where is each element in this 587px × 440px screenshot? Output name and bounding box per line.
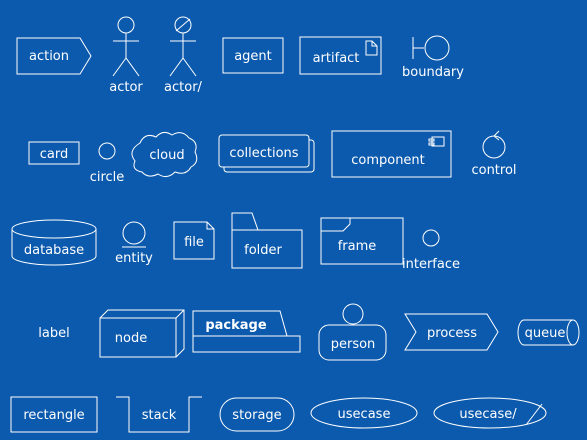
- package-element[interactable]: package: [192, 310, 301, 353]
- usecase-business-label: usecase/: [459, 407, 517, 422]
- card-element[interactable]: card: [28, 141, 80, 165]
- actor-business-label: actor/: [164, 80, 203, 95]
- component-icon: [428, 136, 445, 147]
- collections-label: collections: [229, 146, 298, 161]
- artifact-shape: [299, 36, 382, 75]
- collections-element[interactable]: collections: [218, 134, 315, 173]
- card-shape: [28, 141, 80, 165]
- stack-shape: [116, 396, 202, 433]
- actor-figure: [112, 16, 140, 77]
- package-label: package: [205, 318, 267, 333]
- database-element[interactable]: database: [11, 219, 97, 266]
- circle-element[interactable]: circle: [90, 142, 125, 185]
- artifact-element[interactable]: artifact: [299, 36, 382, 75]
- usecase-business-element[interactable]: usecase/: [433, 397, 547, 429]
- entity-label: entity: [115, 251, 153, 266]
- agent-element[interactable]: agent: [222, 37, 284, 74]
- process-label: process: [427, 326, 477, 341]
- component-label: component: [351, 153, 425, 168]
- label-text: label: [38, 326, 69, 341]
- process-element[interactable]: process: [404, 313, 499, 351]
- cloud-element[interactable]: cloud: [131, 131, 198, 178]
- boundary-element[interactable]: boundary: [402, 35, 464, 80]
- circle-shape: [98, 142, 116, 160]
- interface-element[interactable]: interface: [402, 229, 460, 272]
- rectangle-label: rectangle: [23, 408, 84, 423]
- boundary-label: boundary: [402, 65, 464, 80]
- agent-shape: [222, 37, 284, 74]
- actor-element[interactable]: actor: [109, 16, 143, 95]
- interface-label: interface: [402, 257, 460, 272]
- actor-business-figure: [169, 16, 197, 77]
- usecase-element[interactable]: usecase: [310, 397, 418, 429]
- frame-shape: [320, 217, 404, 265]
- boundary-symbol: [412, 35, 450, 61]
- frame-element[interactable]: frame: [320, 217, 404, 265]
- person-element[interactable]: person: [318, 303, 387, 361]
- stack-element[interactable]: stack: [116, 396, 202, 433]
- agent-label: agent: [234, 49, 272, 64]
- entity-symbol: [122, 221, 146, 248]
- usecase-business-shape: [433, 397, 547, 429]
- usecase-shape: [310, 397, 418, 429]
- action-label: action: [29, 49, 69, 64]
- queue-element[interactable]: queue: [517, 319, 580, 346]
- collections-front-shape: [218, 134, 310, 168]
- folder-shape: [231, 212, 303, 269]
- component-shape: [331, 130, 452, 178]
- control-element[interactable]: control: [471, 130, 517, 178]
- stack-label: stack: [142, 408, 177, 423]
- actor-label: actor: [109, 80, 143, 95]
- folder-element[interactable]: folder: [231, 212, 303, 269]
- rectangle-element[interactable]: rectangle: [10, 396, 98, 433]
- folder-label: folder: [244, 243, 282, 258]
- process-shape: [404, 313, 499, 351]
- component-element[interactable]: component: [331, 130, 452, 178]
- circle-label: circle: [90, 170, 125, 185]
- control-label: control: [471, 163, 516, 178]
- frame-tab: [321, 218, 351, 232]
- file-label: file: [184, 235, 204, 250]
- interface-shape: [422, 229, 440, 247]
- action-element[interactable]: action: [16, 37, 92, 75]
- storage-element[interactable]: storage: [219, 397, 295, 432]
- database-shape: [11, 219, 97, 266]
- action-shape: [16, 37, 92, 75]
- artifact-label: artifact: [313, 51, 360, 66]
- database-label: database: [24, 243, 84, 258]
- person-label: person: [331, 337, 376, 352]
- control-symbol: [482, 130, 506, 159]
- queue-shape: [517, 319, 580, 346]
- file-element[interactable]: file: [173, 221, 215, 260]
- actor-business-element[interactable]: actor/: [164, 16, 203, 95]
- queue-label: queue: [525, 326, 566, 341]
- file-shape: [173, 221, 215, 260]
- package-shape: [192, 310, 301, 353]
- node-element[interactable]: node: [99, 309, 185, 358]
- frame-label: frame: [338, 239, 377, 254]
- storage-label: storage: [232, 408, 281, 423]
- node-label: node: [115, 331, 147, 346]
- entity-element[interactable]: entity: [115, 221, 153, 266]
- label-element[interactable]: label: [38, 326, 69, 341]
- rectangle-shape: [10, 396, 98, 433]
- artifact-doc-icon: [365, 40, 378, 56]
- cloud-label: cloud: [149, 148, 184, 163]
- usecase-label: usecase: [338, 407, 391, 422]
- storage-shape: [219, 397, 295, 432]
- person-shape: [318, 303, 387, 361]
- cloud-shape: [131, 131, 198, 178]
- node-shape: [99, 309, 185, 358]
- card-label: card: [40, 147, 68, 162]
